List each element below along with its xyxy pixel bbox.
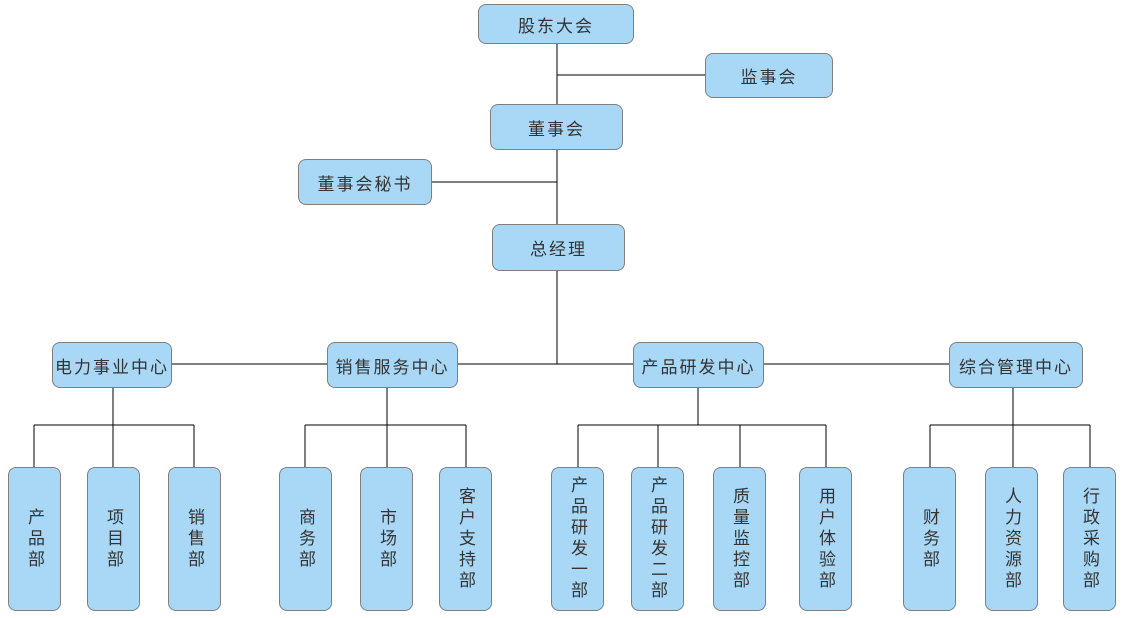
node-dept-user-experience: 用户体验部 xyxy=(799,467,852,611)
node-dept-admin-procurement: 行政采购部 xyxy=(1063,467,1116,611)
node-center-general-management: 综合管理中心 xyxy=(949,342,1083,388)
node-dept-product: 产品部 xyxy=(8,467,61,611)
node-dept-rd-2: 产品研发二部 xyxy=(631,467,684,611)
node-center-sales-service: 销售服务中心 xyxy=(327,342,458,388)
node-dept-finance: 财务部 xyxy=(903,467,956,611)
node-shareholders-meeting: 股东大会 xyxy=(478,4,634,44)
node-supervisory-board: 监事会 xyxy=(705,53,833,98)
node-dept-customer-support: 客户支持部 xyxy=(439,467,492,611)
node-dept-rd-1: 产品研发一部 xyxy=(551,467,604,611)
node-dept-quality-control: 质量监控部 xyxy=(713,467,766,611)
node-center-product-rd: 产品研发中心 xyxy=(633,342,764,388)
node-center-electric-power: 电力事业中心 xyxy=(52,342,172,388)
node-dept-project: 项目部 xyxy=(87,467,140,611)
node-dept-hr: 人力资源部 xyxy=(985,467,1038,611)
node-dept-business: 商务部 xyxy=(279,467,332,611)
node-general-manager: 总经理 xyxy=(492,224,625,271)
node-board-of-directors: 董事会 xyxy=(490,104,623,150)
node-dept-marketing: 市场部 xyxy=(360,467,413,611)
node-board-secretary: 董事会秘书 xyxy=(298,159,432,205)
node-dept-sales: 销售部 xyxy=(168,467,221,611)
